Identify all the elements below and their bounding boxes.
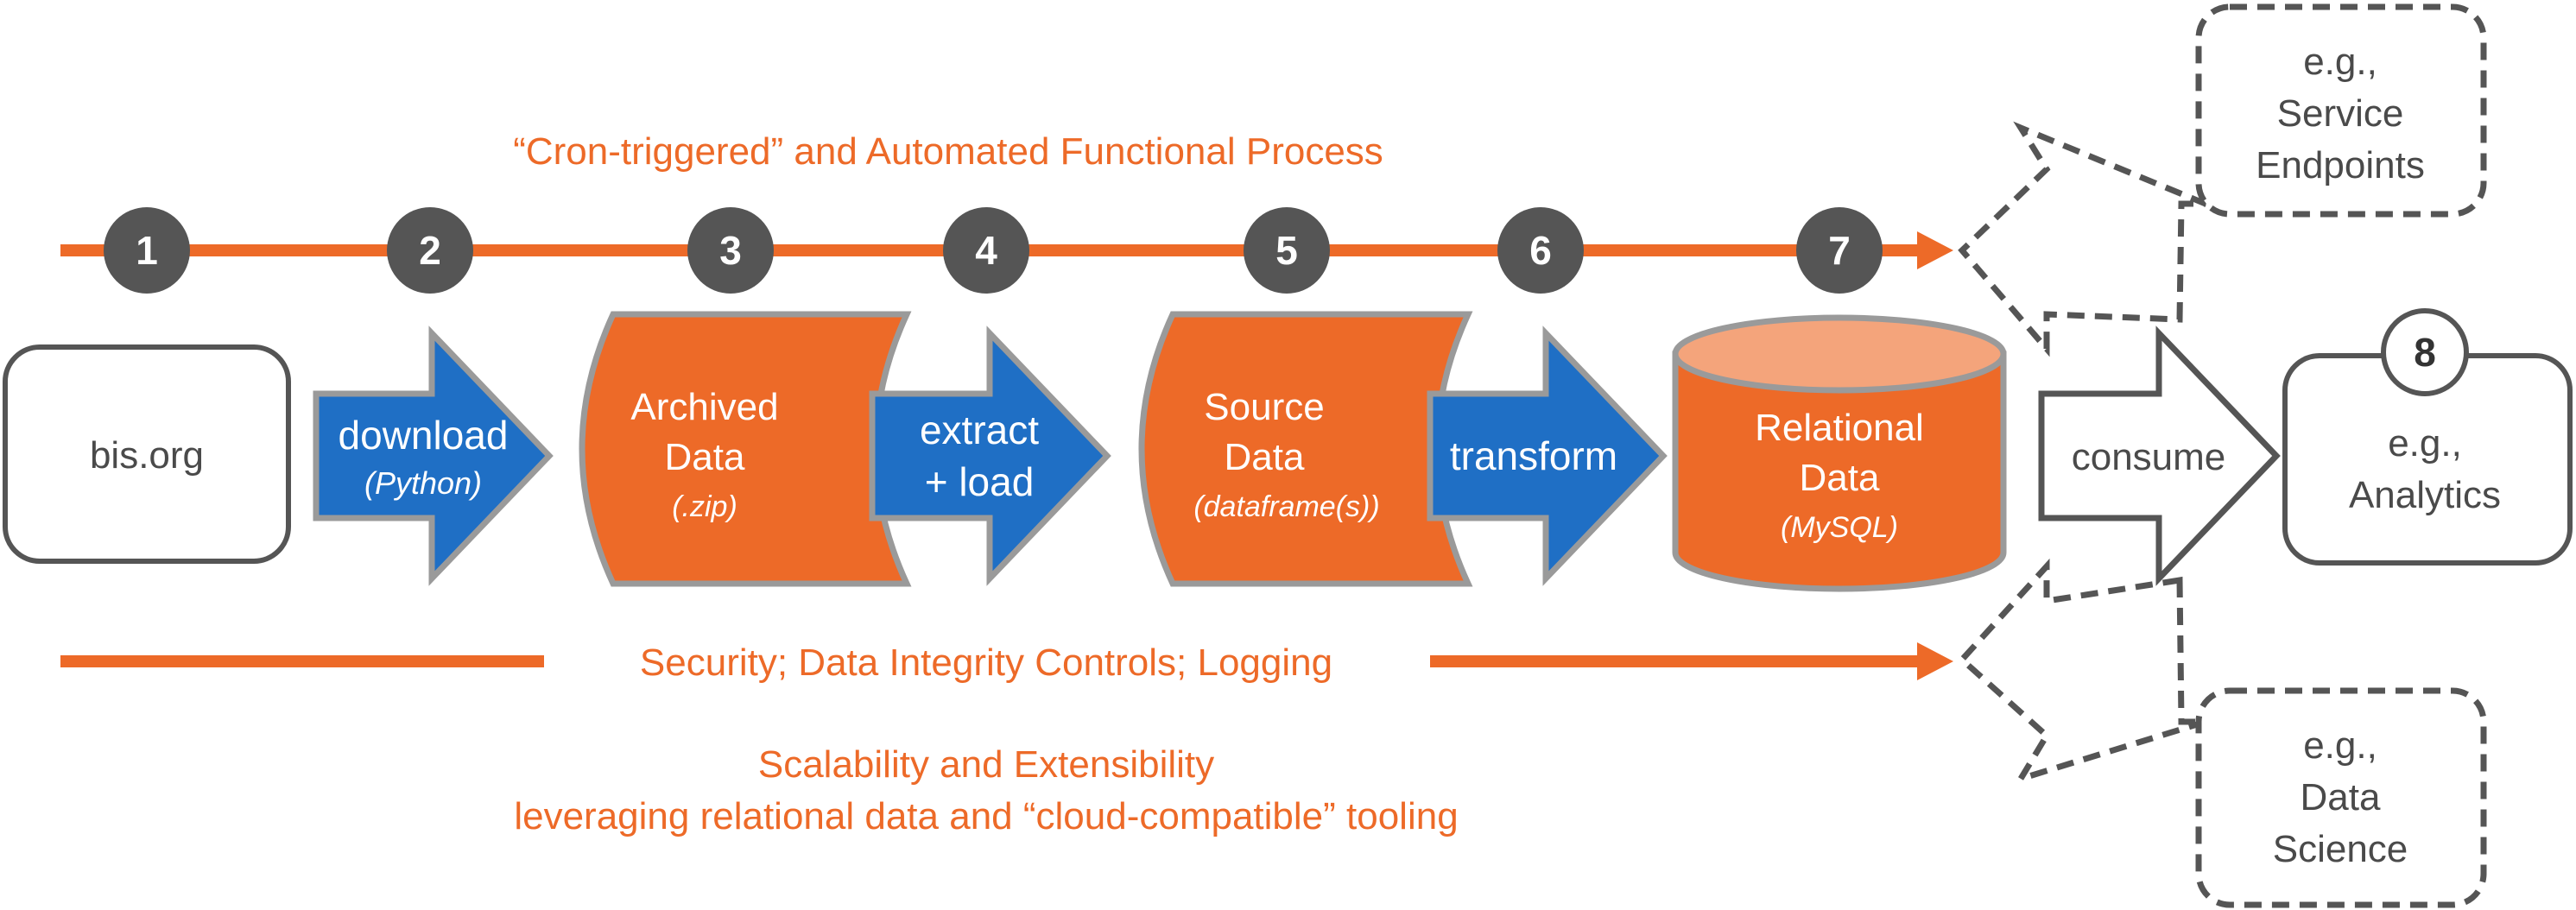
extract-line1: extract <box>920 408 1039 452</box>
step-marker-1: 1 <box>104 207 190 294</box>
step-marker-6: 6 <box>1497 207 1584 294</box>
consume-label: consume <box>2072 436 2226 478</box>
transform-arrow: transform <box>1427 325 1668 586</box>
endpoints-line1: e.g., <box>2303 41 2377 83</box>
step-number: 1 <box>136 228 158 273</box>
transform-label: transform <box>1450 433 1617 478</box>
step-marker-5: 5 <box>1244 207 1330 294</box>
step-marker-2: 2 <box>387 207 473 294</box>
download-label: download <box>339 413 509 458</box>
source-label: bis.org <box>90 434 204 477</box>
relational-line2: Data <box>1800 457 1880 499</box>
step-number: 7 <box>1828 228 1851 273</box>
source-data-sublabel: (dataframe(s)) <box>1193 490 1379 523</box>
endpoints-dashed-arrow <box>1958 121 2207 357</box>
extract-load-arrow: extract + load <box>869 325 1111 586</box>
analytics-line2: Analytics <box>2349 474 2501 516</box>
step-marker-4: 4 <box>943 207 1029 294</box>
archived-data-shape: Archived Data (.zip) <box>579 311 912 587</box>
analytics-box: 8 e.g., Analytics <box>2282 308 2573 566</box>
relational-data-cylinder: Relational Data (MySQL) <box>1672 314 2007 592</box>
science-line3: Science <box>2273 828 2408 870</box>
step-marker-7: 7 <box>1796 207 1883 294</box>
endpoints-line2: Service <box>2277 92 2404 135</box>
relational-sublabel: (MySQL) <box>1781 511 1898 544</box>
endpoints-line3: Endpoints <box>2256 144 2425 186</box>
step-number: 5 <box>1275 228 1298 273</box>
extract-line2: + load <box>925 459 1035 504</box>
science-dashed-arrow <box>1958 558 2207 785</box>
service-endpoints-box: e.g., Service Endpoints <box>2195 3 2487 218</box>
scalability-line2: leveraging relational data and “cloud-co… <box>514 795 1458 837</box>
analytics-step-number: 8 <box>2414 330 2436 375</box>
data-science-box: e.g., Data Science <box>2195 687 2487 908</box>
consume-arrow: consume <box>2038 325 2281 586</box>
step-number: 6 <box>1529 228 1552 273</box>
archived-line2: Data <box>665 436 745 478</box>
process-title: “Cron-triggered” and Automated Functiona… <box>513 130 1383 173</box>
download-arrow: download (Python) <box>313 325 554 586</box>
security-line <box>60 642 1953 680</box>
archived-line1: Archived <box>630 386 778 428</box>
archived-sublabel: (.zip) <box>672 490 737 523</box>
scalability-line1: Scalability and Extensibility <box>758 743 1214 786</box>
science-line1: e.g., <box>2303 724 2377 767</box>
science-line2: Data <box>2301 776 2381 818</box>
analytics-line1: e.g., <box>2388 422 2462 464</box>
source-data-line1: Source <box>1204 386 1324 428</box>
security-label: Security; Data Integrity Controls; Loggi… <box>640 641 1332 684</box>
source-data-shape: Source Data (dataframe(s)) <box>1138 311 1473 587</box>
relational-line1: Relational <box>1755 407 1924 449</box>
step-number: 3 <box>719 228 742 273</box>
source-data-line2: Data <box>1225 436 1305 478</box>
step-marker-3: 3 <box>687 207 774 294</box>
step-number: 4 <box>975 228 997 273</box>
download-sublabel: (Python) <box>364 465 482 501</box>
step-number: 2 <box>419 228 441 273</box>
source-box: bis.org <box>3 344 291 564</box>
